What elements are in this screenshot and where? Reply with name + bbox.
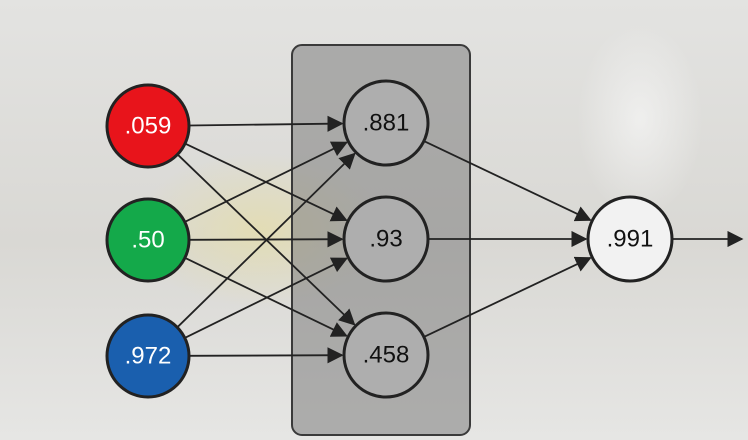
hidden-node-3-label: .458 [363, 342, 410, 369]
edge-hidden-1-to-output [423, 140, 592, 222]
output-node-circle [586, 195, 674, 283]
input-node-3-circle [105, 313, 191, 399]
edge-input-2-to-hidden-1 [184, 141, 348, 223]
input-node-1: .059 [105, 83, 191, 169]
output-node-label: .991 [607, 226, 654, 253]
hidden-node-3: .458 [342, 311, 430, 399]
edge-input-3-to-hidden-3 [188, 347, 344, 364]
edge-input-1-to-hidden-1 [188, 115, 344, 132]
edge-input-2-to-hidden-3 [184, 257, 348, 337]
input-node-1-label: .059 [125, 113, 172, 140]
input-node-3: .972 [105, 313, 191, 399]
hidden-node-3-circle [342, 311, 430, 399]
output-node: .991 [586, 195, 674, 283]
hidden-node-2-label: .93 [369, 226, 402, 253]
edge-input-3-to-hidden-1 [176, 152, 356, 328]
hidden-node-1-circle [342, 79, 430, 167]
edge-input-3-to-hidden-2 [184, 257, 348, 339]
edges [176, 115, 744, 364]
hidden-node-1-label: .881 [363, 110, 410, 137]
hidden-node-2: .93 [342, 195, 430, 283]
input-node-1-circle [105, 83, 191, 169]
hidden-node-1: .881 [342, 79, 430, 167]
input-node-2: .50 [105, 197, 191, 283]
input-node-3-label: .972 [125, 343, 172, 370]
input-node-2-label: .50 [131, 227, 164, 254]
input-node-2-circle [105, 197, 191, 283]
hidden-node-2-circle [342, 195, 430, 283]
edge-hidden-3-to-output [423, 256, 592, 338]
edge-input-2-to-hidden-2 [188, 231, 344, 248]
